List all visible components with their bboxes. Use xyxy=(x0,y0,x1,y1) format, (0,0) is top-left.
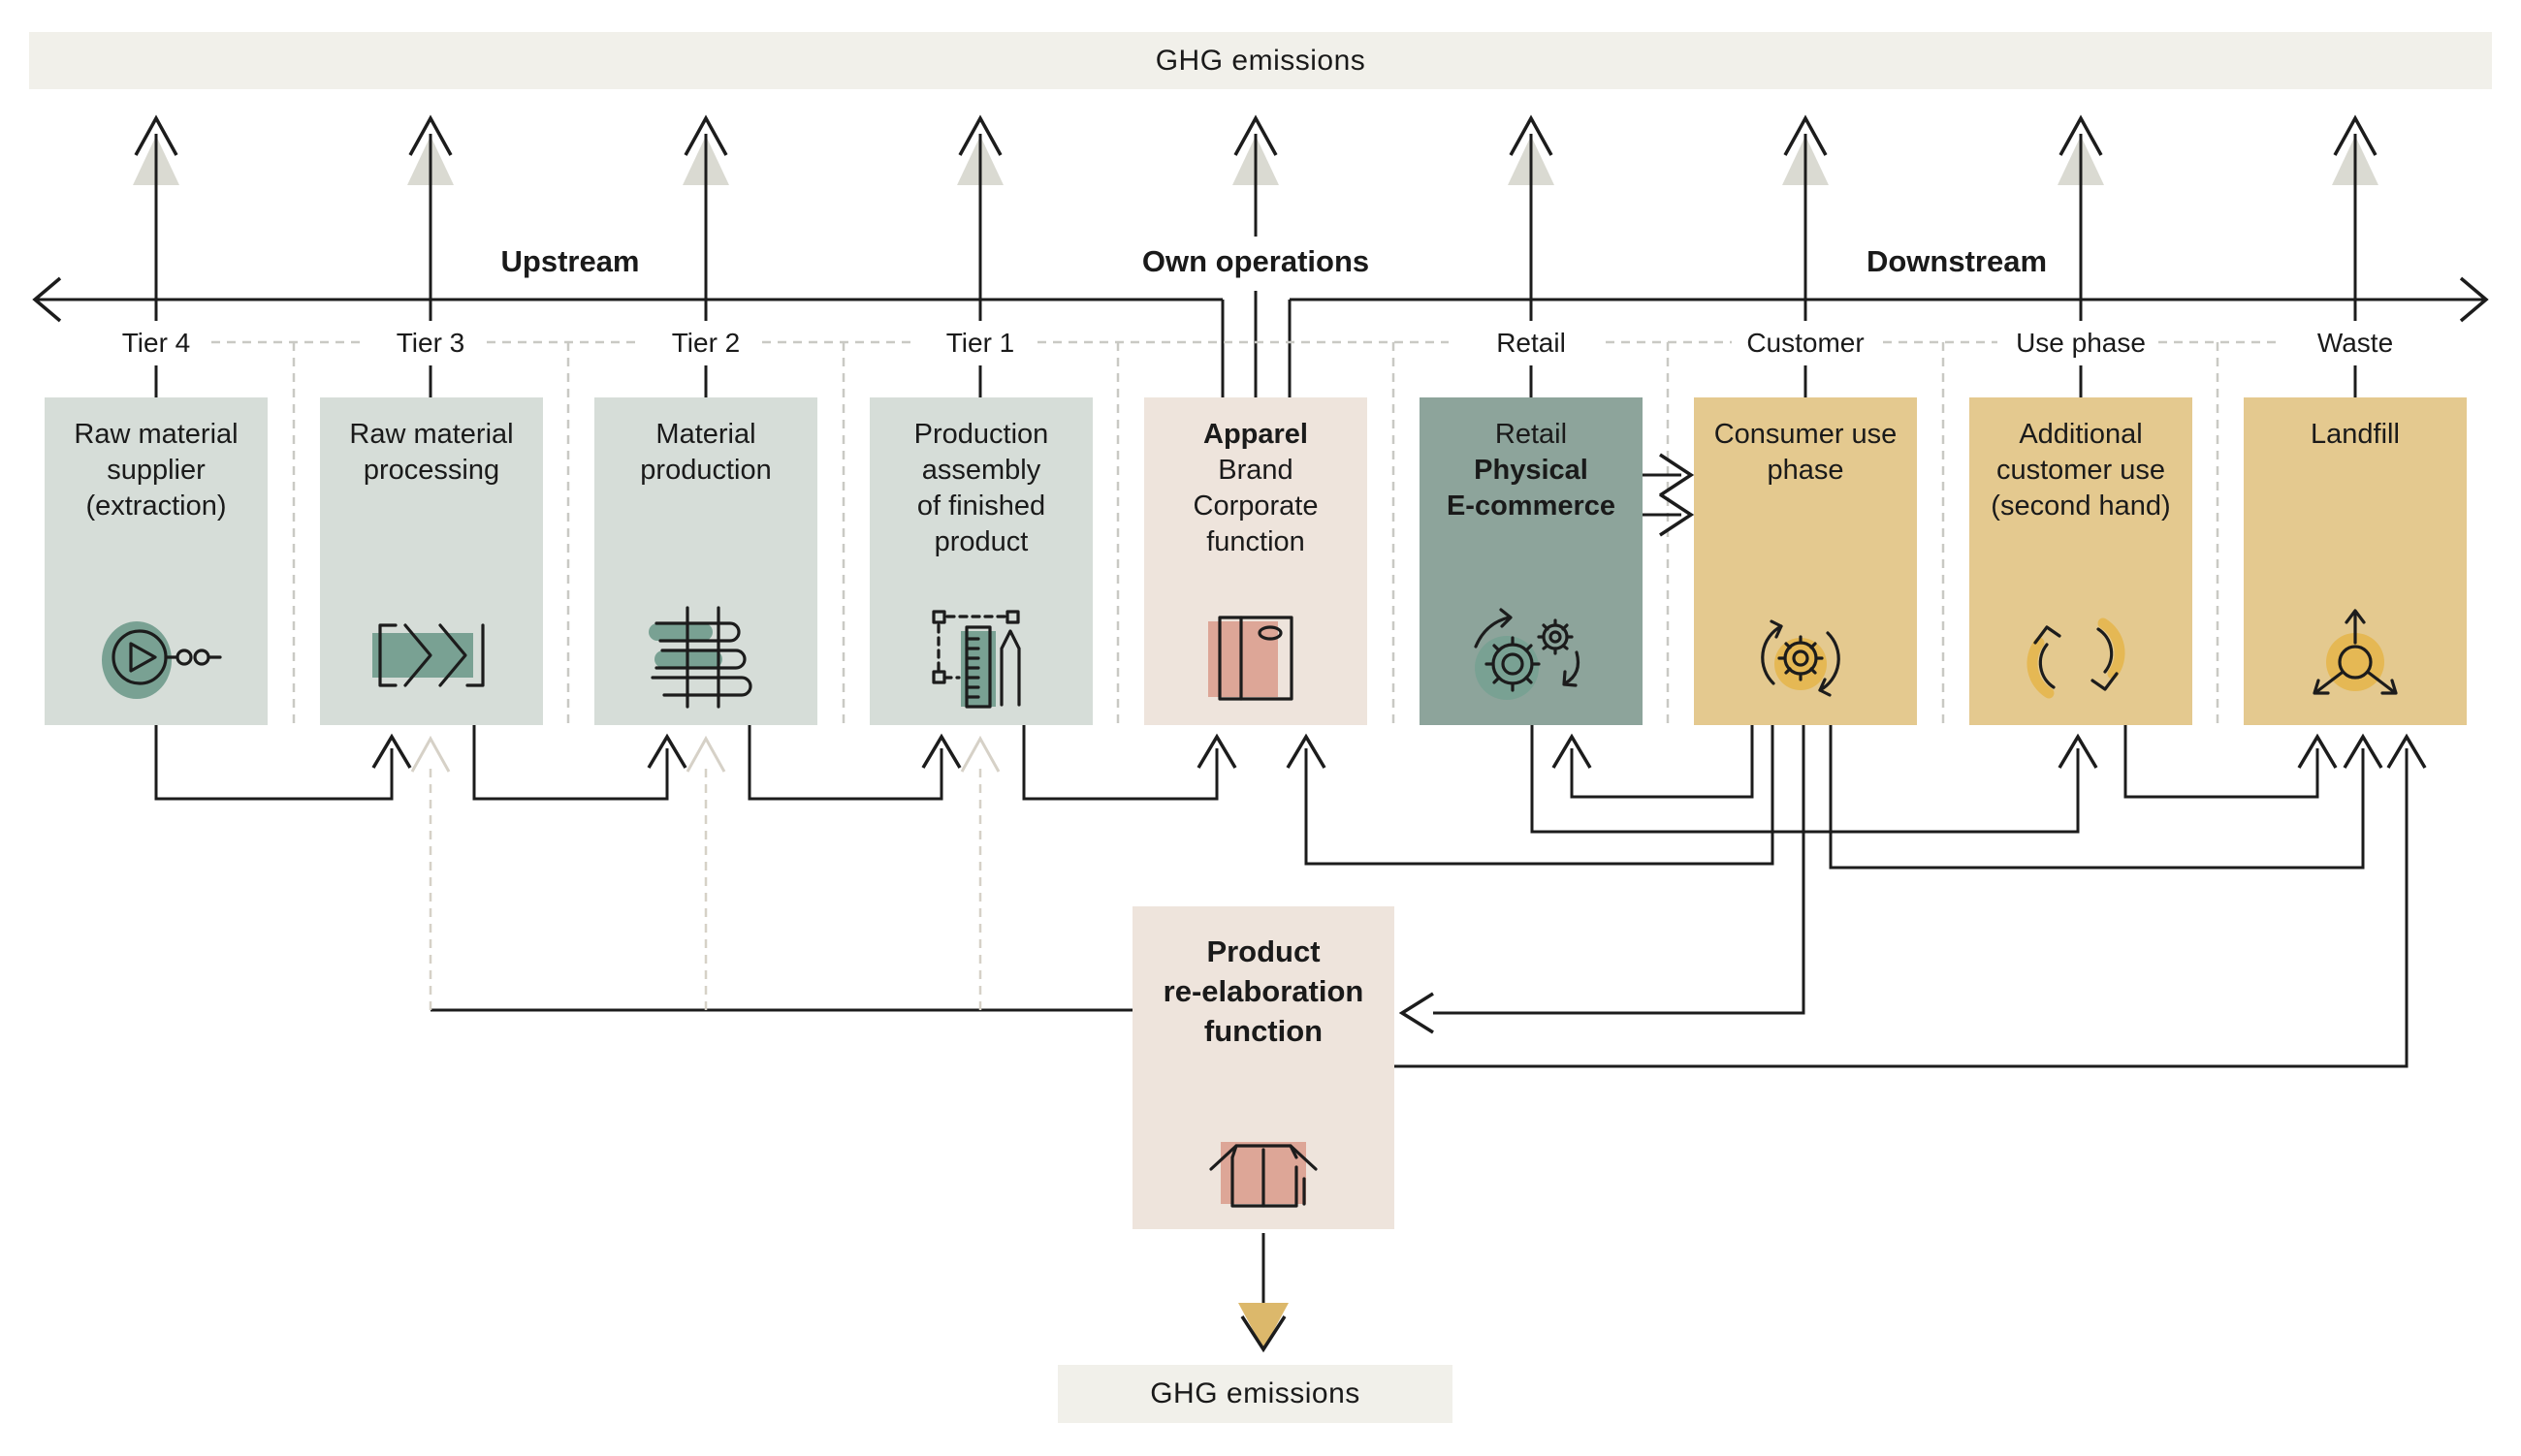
downstream-label: Downstream xyxy=(1866,244,2048,278)
stage-landfill: Landfill xyxy=(2244,397,2467,725)
stage-flow-arrows xyxy=(154,725,1237,801)
column-label-use-phase: Use phase xyxy=(2016,328,2146,358)
ghg-emissions-bar-top: GHG emissions xyxy=(29,32,2492,89)
downstream-routing-arrows xyxy=(1286,725,2427,1068)
column-label-tier-2: Tier 2 xyxy=(671,328,741,358)
column-label-waste: Waste xyxy=(2316,328,2394,358)
gear-cycle-icon xyxy=(1761,619,1840,697)
reelaboration-return-arrows xyxy=(410,735,1134,1012)
gears-icon xyxy=(1474,608,1580,700)
recycle-arrows-icon xyxy=(2026,617,2125,699)
ghg-emissions-top-label: GHG emissions xyxy=(1155,44,1366,77)
reelaboration-ghg-arrow xyxy=(1238,1233,1289,1353)
process-chevrons-icon xyxy=(372,623,485,687)
design-ruler-pencil-icon xyxy=(932,610,1021,709)
dispersion-icon xyxy=(2313,609,2398,695)
column-label-retail: Retail xyxy=(1496,328,1566,358)
upstream-label: Upstream xyxy=(500,244,640,278)
own-operations-label: Own operations xyxy=(1141,244,1370,278)
column-label-tier-1: Tier 1 xyxy=(945,328,1015,358)
ghg-emissions-bottom-label: GHG emissions xyxy=(1150,1377,1360,1409)
ghg-emissions-bar-bottom: GHG emissions xyxy=(1058,1365,1452,1423)
column-label-tier-3: Tier 3 xyxy=(396,328,465,358)
extraction-icon xyxy=(102,621,222,699)
package-box-icon xyxy=(1208,616,1293,701)
column-label-customer: Customer xyxy=(1746,328,1865,358)
loom-icon xyxy=(649,606,752,709)
stage-label: Landfill xyxy=(2311,419,2400,450)
column-label-tier-4: Tier 4 xyxy=(121,328,191,358)
open-box-icon xyxy=(1209,1142,1318,1208)
